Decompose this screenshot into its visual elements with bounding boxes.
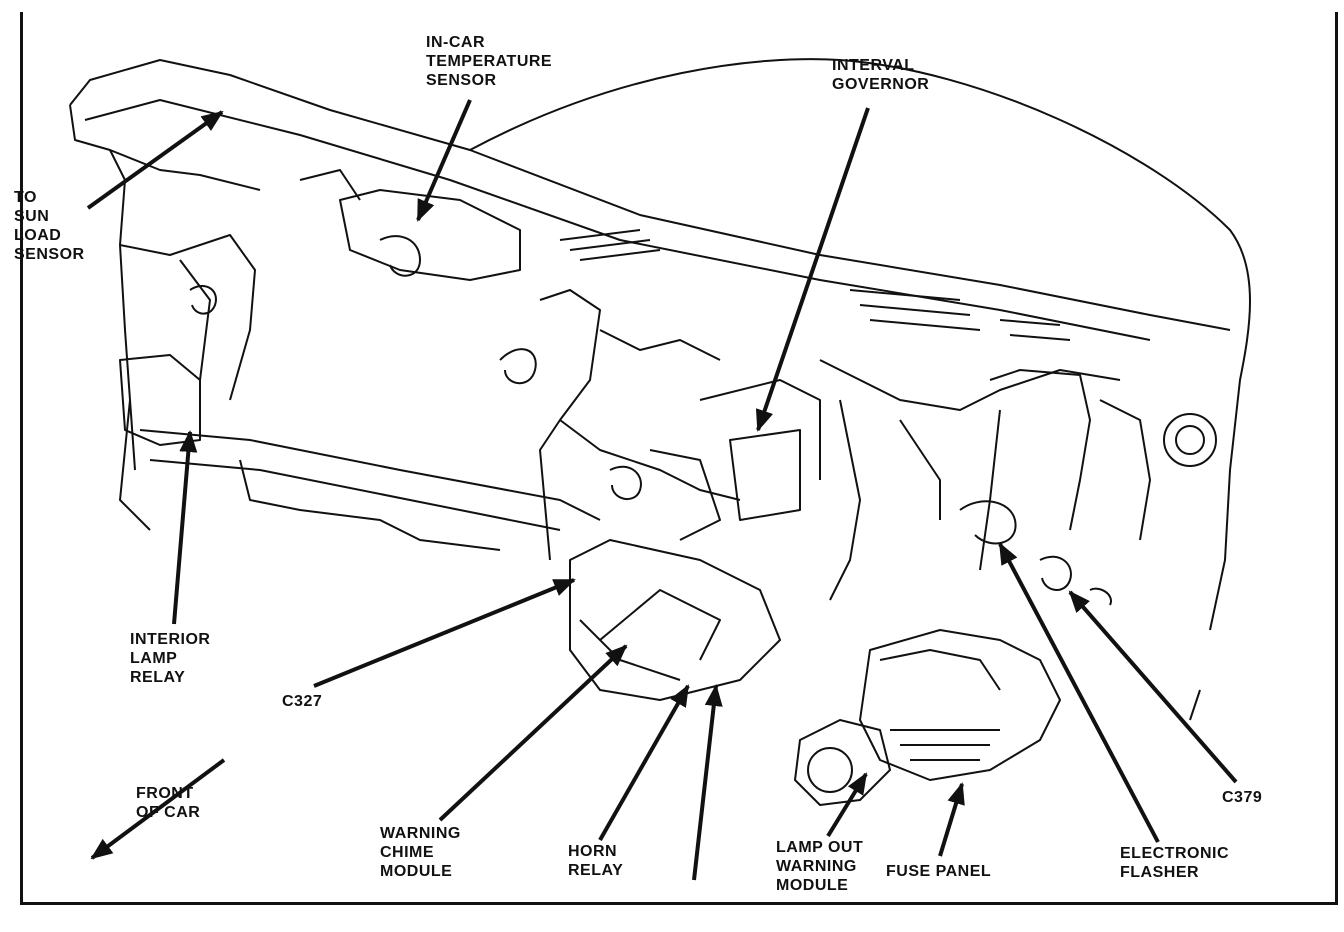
label-c327: C327	[282, 693, 323, 710]
arrow-lamp-out	[826, 772, 868, 838]
arrow-c379	[1068, 590, 1238, 784]
label-sun-load: TO SUN LOAD SENSOR	[14, 189, 85, 263]
label-incar-temperature-sensor: IN-CAR TEMPERATURE SENSOR	[426, 34, 553, 89]
arrow-c327	[313, 578, 576, 688]
arrow-interval-governor	[755, 107, 870, 432]
arrow-horn-relay-b	[692, 684, 723, 881]
arrow-fuse-panel	[938, 782, 965, 857]
callout-arrows	[86, 99, 1238, 881]
label-c379: C379	[1222, 789, 1263, 806]
dashboard-outline	[69, 58, 1251, 806]
label-lamp-out-warning-module: LAMP OUT WARNING MODULE	[776, 839, 864, 894]
arrow-interior-lamp	[172, 430, 198, 625]
label-horn-relay: HORN RELAY	[568, 843, 624, 879]
label-fuse-panel: FUSE PANEL	[886, 863, 992, 880]
arrow-incar-temp	[416, 99, 472, 222]
label-front-of-car: FRONT OF CAR	[136, 785, 201, 821]
diagram-frame	[20, 12, 1338, 905]
label-interval-governor: INTERVAL GOVERNOR	[832, 57, 930, 93]
label-warning-chime-module: WARNING CHIME MODULE	[380, 825, 461, 880]
arrow-sun-load	[86, 110, 224, 210]
arrow-warning-chime	[438, 644, 628, 822]
arrow-front-of-car	[90, 758, 226, 860]
arrow-horn-relay-a	[598, 684, 690, 841]
arrow-electronic-flasher	[998, 542, 1160, 843]
label-electronic-flasher: ELECTRONIC FLASHER	[1120, 845, 1229, 881]
label-interior-lamp-relay: INTERIOR LAMP RELAY	[130, 631, 211, 686]
